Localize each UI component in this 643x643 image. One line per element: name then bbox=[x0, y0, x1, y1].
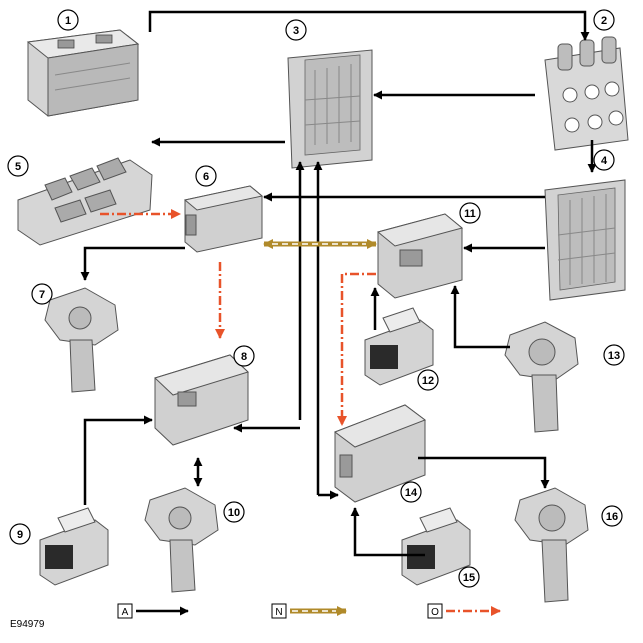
window-switch-icon bbox=[401, 507, 471, 586]
control-module-icon bbox=[183, 185, 264, 253]
window-motor-icon bbox=[144, 487, 219, 593]
legend-item-n: N bbox=[271, 603, 347, 619]
legend-key-a: A bbox=[122, 607, 129, 618]
callout-1: 1 bbox=[57, 9, 79, 31]
legend: A N O bbox=[117, 603, 501, 619]
figure-reference: E94979 bbox=[10, 619, 45, 630]
window-motor-icon bbox=[514, 487, 589, 603]
battery-icon bbox=[26, 29, 140, 117]
window-switch-icon bbox=[39, 507, 109, 586]
legend-key-o: O bbox=[431, 607, 439, 618]
callout-7: 7 bbox=[31, 283, 53, 305]
callout-number: 3 bbox=[293, 25, 299, 37]
callout-number: 9 bbox=[17, 529, 23, 541]
callout-number: 8 bbox=[241, 351, 247, 363]
control-module-icon bbox=[333, 404, 427, 503]
callout-5: 5 bbox=[7, 155, 29, 177]
callout-8: 8 bbox=[233, 345, 255, 367]
callout-number: 4 bbox=[601, 155, 608, 167]
legend-item-o: O bbox=[427, 603, 501, 619]
callout-number: 11 bbox=[464, 208, 476, 220]
window-switch-icon bbox=[364, 307, 434, 386]
callout-4: 4 bbox=[593, 149, 615, 171]
callout-number: 13 bbox=[608, 350, 620, 362]
callout-15: 15 bbox=[458, 566, 480, 588]
fuse-box-icon bbox=[287, 49, 373, 169]
connections-a bbox=[80, 10, 597, 557]
callout-number: 7 bbox=[39, 289, 45, 301]
callout-6: 6 bbox=[195, 165, 217, 187]
callout-9: 9 bbox=[9, 523, 31, 545]
callout-number: 5 bbox=[15, 161, 21, 173]
window-switch-pack-icon bbox=[17, 157, 153, 246]
callout-number: 2 bbox=[601, 15, 607, 27]
callout-number: 1 bbox=[65, 15, 71, 27]
callout-number: 12 bbox=[422, 375, 434, 387]
legend-key-n: N bbox=[275, 607, 282, 618]
fuse-box-icon bbox=[544, 179, 626, 301]
callout-3: 3 bbox=[285, 19, 307, 41]
callout-10: 10 bbox=[223, 501, 245, 523]
callout-number: 10 bbox=[228, 507, 240, 519]
callout-13: 13 bbox=[603, 344, 625, 366]
control-module-icon bbox=[376, 213, 464, 299]
callout-12: 12 bbox=[417, 369, 439, 391]
connections-o bbox=[100, 209, 376, 426]
callout-2: 2 bbox=[593, 9, 615, 31]
legend-item-a: A bbox=[117, 603, 189, 619]
callout-11: 11 bbox=[459, 202, 481, 224]
callout-16: 16 bbox=[601, 505, 623, 527]
callout-number: 16 bbox=[606, 511, 618, 523]
callout-number: 6 bbox=[203, 171, 209, 183]
control-module-icon bbox=[154, 354, 249, 446]
callout-number: 15 bbox=[463, 572, 475, 584]
callout-number: 14 bbox=[405, 487, 418, 499]
fuse-block-icon bbox=[544, 36, 629, 151]
window-motor-icon bbox=[44, 287, 119, 393]
callout-14: 14 bbox=[400, 481, 422, 503]
window-motor-icon bbox=[504, 321, 579, 433]
